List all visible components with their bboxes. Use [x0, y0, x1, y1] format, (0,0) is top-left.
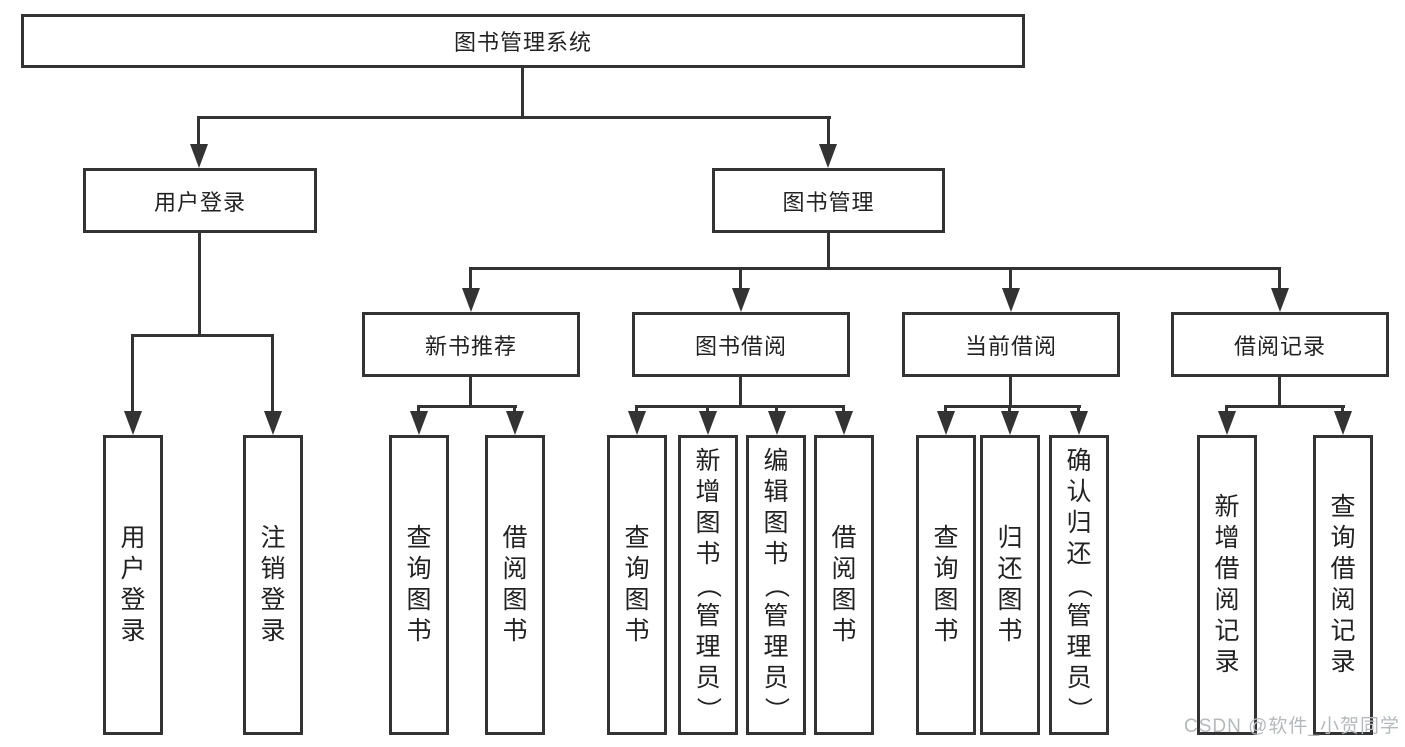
- connector-line: [198, 233, 201, 335]
- connector-line: [842, 405, 845, 414]
- connector-line: [1008, 405, 1011, 414]
- node-book-management: 图书管理: [712, 168, 945, 233]
- connector-line: [827, 233, 830, 269]
- arrowhead-down-icon: [462, 288, 480, 312]
- arrowhead-down-icon: [768, 411, 786, 435]
- connector-line: [521, 68, 524, 119]
- node-book-borrowing: 图书借阅: [632, 312, 850, 377]
- leaf-query-books: 查询图书: [916, 435, 976, 735]
- connector-line: [1225, 405, 1345, 408]
- leaf-query-books: 查询图书: [389, 435, 449, 735]
- arrowhead-down-icon: [835, 411, 853, 435]
- arrowhead-down-icon: [1070, 411, 1088, 435]
- connector-line: [131, 334, 274, 337]
- arrowhead-down-icon: [937, 411, 955, 435]
- connector-line: [131, 334, 134, 413]
- connector-line: [739, 377, 742, 408]
- connector-line: [1341, 405, 1344, 414]
- connector-line: [197, 116, 200, 146]
- connector-line: [635, 405, 638, 414]
- connector-line: [417, 405, 517, 408]
- connector-line: [775, 405, 778, 414]
- leaf-query-books: 查询图书: [607, 435, 667, 735]
- arrowhead-down-icon: [506, 411, 524, 435]
- connector-line: [739, 267, 742, 290]
- node-new-book-recommendation: 新书推荐: [362, 312, 580, 377]
- leaf-edit-books-admin: 编辑图书（管理员）: [746, 435, 806, 735]
- leaf-query-borrow-record: 查询借阅记录: [1313, 435, 1373, 735]
- node-library-system: 图书管理系统: [21, 14, 1025, 68]
- connector-line: [1278, 377, 1281, 408]
- arrowhead-down-icon: [819, 144, 837, 168]
- arrowhead-down-icon: [1334, 411, 1352, 435]
- connector-line: [271, 334, 274, 413]
- leaf-add-books-admin: 新增图书（管理员）: [678, 435, 738, 735]
- connector-line: [417, 405, 420, 414]
- connector-line: [513, 405, 516, 414]
- connector-line: [635, 405, 845, 408]
- node-current-borrowing: 当前借阅: [902, 312, 1120, 377]
- connector-line: [706, 405, 709, 414]
- connector-line: [827, 116, 830, 146]
- node-borrowing-records: 借阅记录: [1171, 312, 1389, 377]
- node-user-login: 用户登录: [83, 168, 317, 233]
- connector-line: [1278, 267, 1281, 290]
- connector-line: [469, 267, 1281, 270]
- leaf-add-borrow-record: 新增借阅记录: [1197, 435, 1257, 735]
- connector-line: [944, 405, 947, 414]
- arrowhead-down-icon: [699, 411, 717, 435]
- connector-line: [1225, 405, 1228, 414]
- connector-line: [469, 267, 472, 290]
- connector-line: [469, 377, 472, 408]
- arrowhead-down-icon: [1001, 411, 1019, 435]
- arrowhead-down-icon: [628, 411, 646, 435]
- arrowhead-down-icon: [732, 288, 750, 312]
- connector-line: [1009, 377, 1012, 408]
- leaf-logout: 注销登录: [243, 435, 303, 735]
- leaf-user-login: 用户登录: [103, 435, 163, 735]
- arrowhead-down-icon: [124, 411, 142, 435]
- leaf-borrow-books: 借阅图书: [485, 435, 545, 735]
- arrowhead-down-icon: [1271, 288, 1289, 312]
- arrowhead-down-icon: [410, 411, 428, 435]
- arrowhead-down-icon: [1218, 411, 1236, 435]
- connector-line: [944, 405, 1081, 408]
- connector-line: [1077, 405, 1080, 414]
- connector-line: [197, 116, 831, 119]
- leaf-borrow-books: 借阅图书: [814, 435, 874, 735]
- leaf-return-books: 归还图书: [980, 435, 1040, 735]
- connector-line: [1009, 267, 1012, 290]
- arrowhead-down-icon: [190, 144, 208, 168]
- arrowhead-down-icon: [264, 411, 282, 435]
- csdn-watermark: CSDN @软件_小贺同学: [1184, 716, 1400, 737]
- arrowhead-down-icon: [1002, 288, 1020, 312]
- leaf-confirm-return-admin: 确认归还（管理员）: [1049, 435, 1109, 735]
